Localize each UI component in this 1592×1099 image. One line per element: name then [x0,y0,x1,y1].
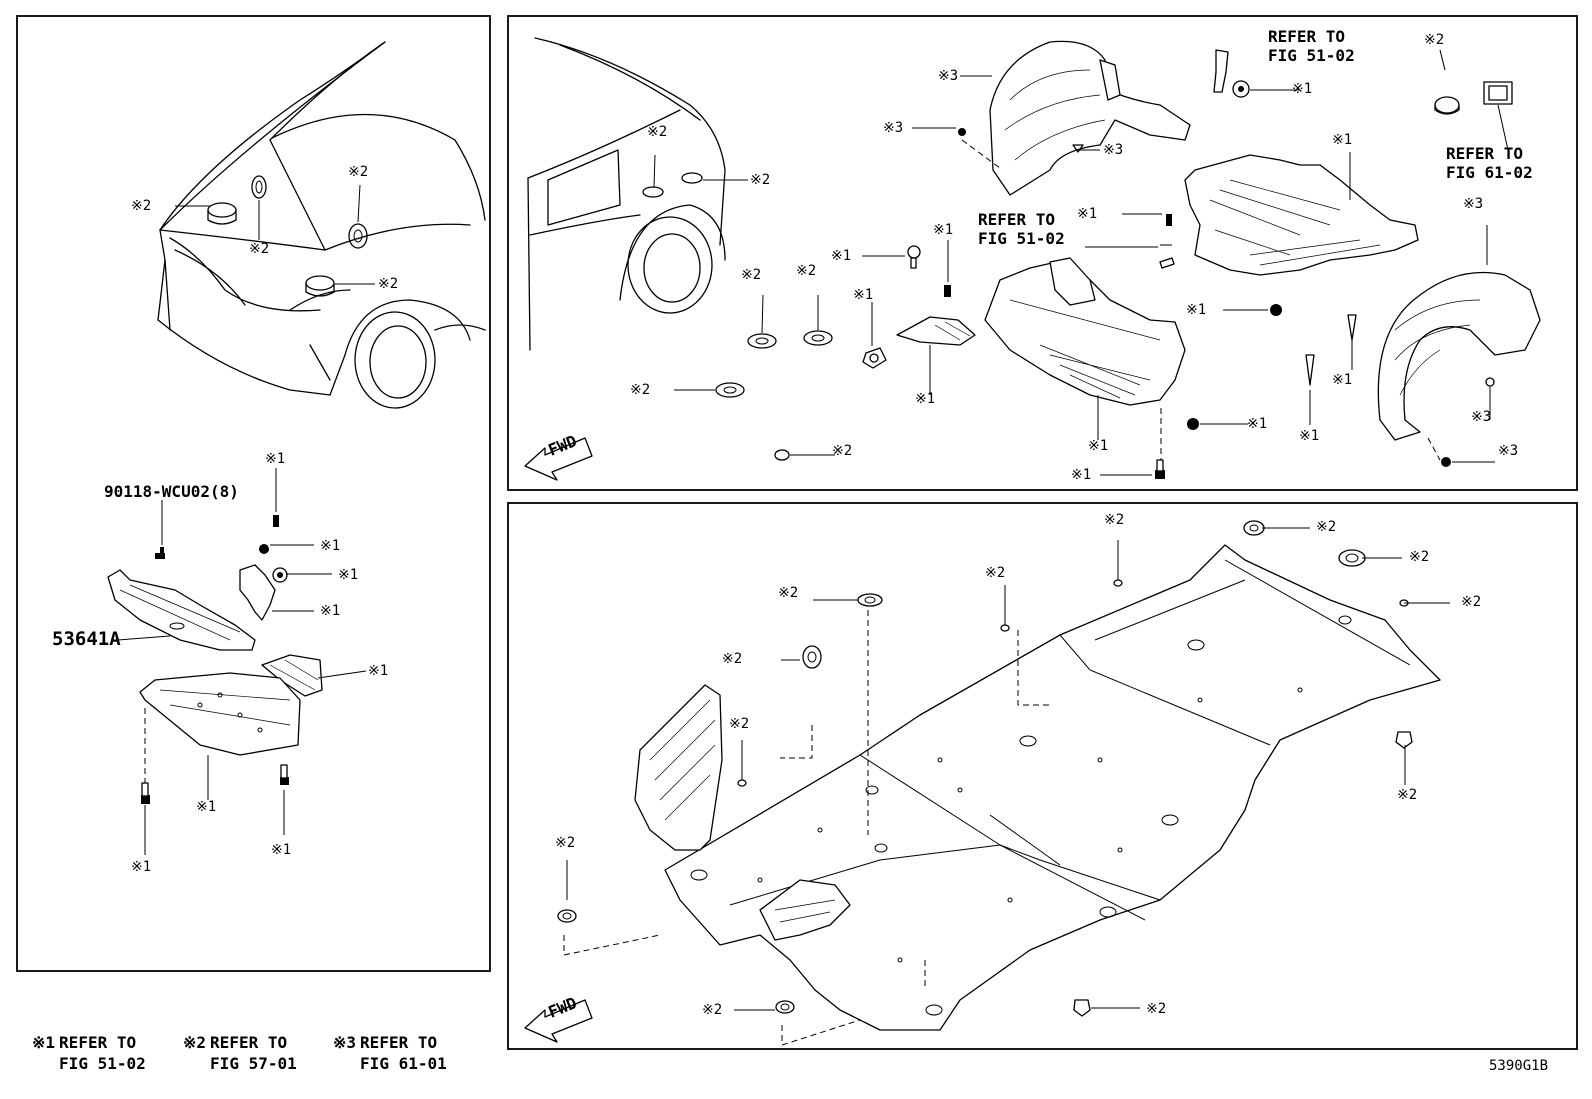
callout-m1: ※1 [1247,416,1268,432]
callout-m2: ※2 [348,164,369,180]
callout-m2: ※2 [1316,519,1337,535]
misc-clips-top [674,49,1513,461]
panel-bottom-right-frame [507,502,1578,1050]
callout-m2: ※2 [778,585,799,601]
refer-line-1: REFER TO [1446,144,1524,163]
refer-fig-61-02: REFER TO FIG 61-02 [1446,144,1533,182]
callout-m3: ※3 [1471,409,1492,425]
callout-m2: ※2 [1146,1001,1167,1017]
refer-line-2: FIG 51-02 [978,229,1065,248]
callout-m2: ※2 [378,276,399,292]
callout-m1: ※1 [831,248,852,264]
legend-marker: ※3 [333,1033,357,1052]
floor-silencer-illustration [563,527,1450,1046]
legend-text: REFER TO FIG 57-01 [210,1033,297,1073]
callout-m1: ※1 [1088,438,1109,454]
callout-m2: ※2 [729,716,750,732]
engine-undercover-front [862,240,1248,479]
legend-marker: ※2 [183,1033,207,1052]
callout-m2: ※2 [741,267,762,283]
callout-m3: ※3 [1103,142,1124,158]
callout-m1: ※1 [915,391,936,407]
legend-text: REFER TO FIG 51-02 [59,1033,146,1073]
fwd-arrow-bottom [524,999,593,1043]
legend-text: REFER TO FIG 61-01 [360,1033,447,1073]
refer-fig-51-02-top: REFER TO FIG 51-02 [1268,27,1355,65]
callout-m3: ※3 [883,120,904,136]
callout-m1: ※1 [1332,372,1353,388]
vehicle-front-illustration [157,41,486,409]
callout-m1: ※1 [1077,206,1098,222]
callout-m2: ※2 [750,172,771,188]
panel-left-frame [16,15,491,972]
refer-line-2: FIG 61-02 [1446,163,1533,182]
callout-m1: ※1 [1071,467,1092,483]
panel-top-right-frame [507,15,1578,491]
callout-m1: ※1 [338,567,359,583]
callout-m2: ※2 [131,198,152,214]
callout-m3: ※3 [938,68,959,84]
callout-m1: ※1 [1332,132,1353,148]
callout-m2: ※2 [647,124,668,140]
callout-m2: ※2 [630,382,651,398]
callout-m1: ※1 [271,842,292,858]
part-number-cover: 53641A [52,628,121,650]
callout-m2: ※2 [702,1002,723,1018]
part-number-bolt: 90118-WCU02(8) [104,482,239,501]
refer-line-1: REFER TO [978,210,1056,229]
callout-m1: ※1 [131,859,152,875]
callout-m1: ※1 [196,799,217,815]
callout-m2: ※2 [1409,549,1430,565]
engine-undercover-rear [1085,152,1419,425]
front-undercover-parts [107,468,367,855]
callout-m1: ※1 [853,287,874,303]
callout-m2: ※2 [1461,594,1482,610]
callout-m1: ※1 [320,538,341,554]
floor-clips [557,520,1413,1017]
refer-line-2: FIG 51-02 [1268,46,1355,65]
callout-m1: ※1 [320,603,341,619]
vehicle-side-illustration [527,37,748,351]
callout-m1: ※1 [265,451,286,467]
rear-fender-liner [1377,225,1541,467]
callout-m2: ※2 [1104,512,1125,528]
legend-marker: ※1 [32,1033,56,1052]
callout-m2: ※2 [832,443,853,459]
callout-m2: ※2 [249,241,270,257]
callout-m1: ※1 [1299,428,1320,444]
callout-m2: ※2 [1424,32,1445,48]
callout-m1: ※1 [368,663,389,679]
callout-m1: ※1 [1186,302,1207,318]
refer-line-1: REFER TO [1268,27,1346,46]
callout-m3: ※3 [1498,443,1519,459]
callout-m2: ※2 [555,835,576,851]
callout-m1: ※1 [933,222,954,238]
figure-code: 5390G1B [1489,1058,1549,1074]
front-fender-liner [912,40,1191,196]
callout-m3: ※3 [1463,196,1484,212]
callout-m2: ※2 [1397,787,1418,803]
callout-m2: ※2 [985,565,1006,581]
callout-m1: ※1 [1292,81,1313,97]
callout-m2: ※2 [796,263,817,279]
refer-fig-51-02-mid: REFER TO FIG 51-02 [978,210,1065,248]
fwd-arrow-top [524,437,593,481]
callout-m2: ※2 [722,651,743,667]
